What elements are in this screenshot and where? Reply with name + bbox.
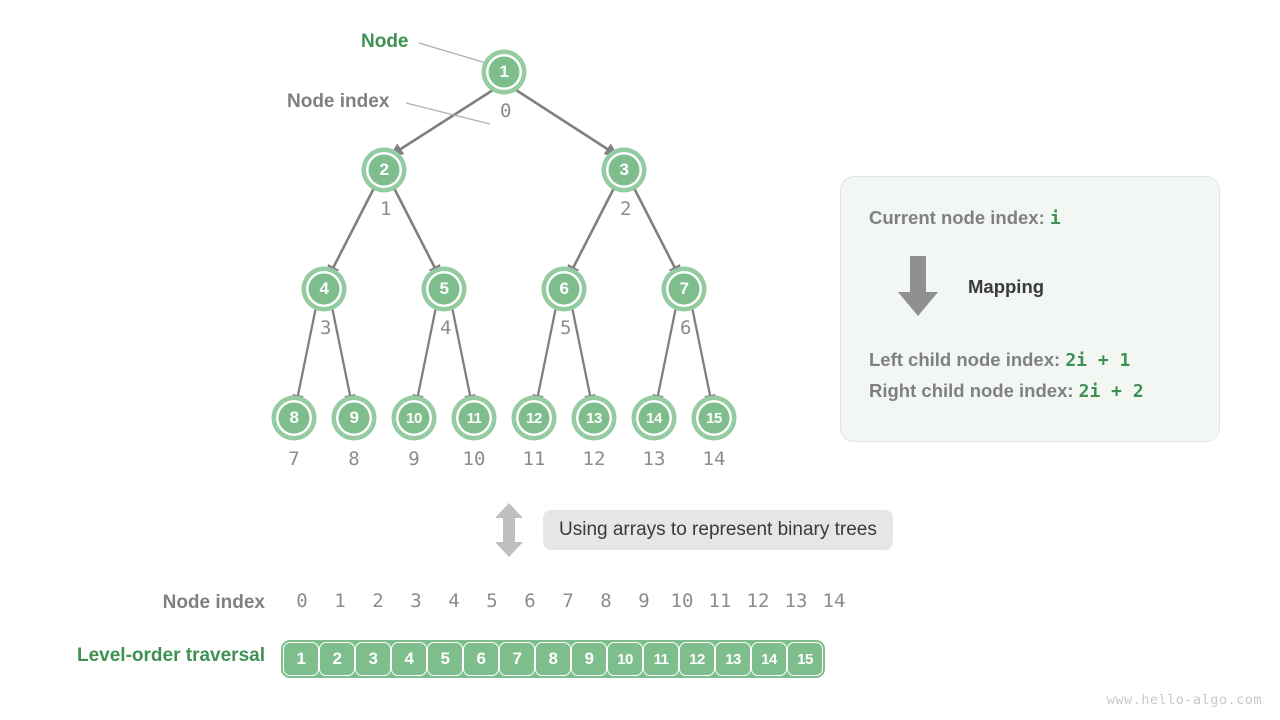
array-value-cell: 11 <box>643 642 679 676</box>
right-child-index-label: Right child node index: <box>869 380 1079 401</box>
right-child-index-line: Right child node index: 2i + 2 <box>869 380 1219 402</box>
tree-node-index-7: 7 <box>288 448 300 470</box>
array-value-cell: 10 <box>607 642 643 676</box>
tree-node-index-3: 3 <box>320 317 332 339</box>
array-value-cell: 14 <box>751 642 787 676</box>
right-child-index-value: 2i + 2 <box>1078 381 1144 402</box>
array-index-cell: 5 <box>486 590 498 612</box>
down-arrow-icon <box>898 256 938 316</box>
tree-node-index-13: 13 <box>642 448 666 470</box>
array-index-cell: 2 <box>372 590 384 612</box>
tree-node-index-0: 0 <box>500 100 512 122</box>
array-index-cell: 7 <box>562 590 574 612</box>
array-value-cell: 12 <box>679 642 715 676</box>
array-value-cell: 5 <box>427 642 463 676</box>
annotation-node-index: Node index <box>287 91 390 112</box>
array-index-row-label: Node index <box>162 592 265 613</box>
tree-node-14: 14 <box>636 400 672 436</box>
tree-node-index-6: 6 <box>680 317 692 339</box>
array-index-cell: 6 <box>524 590 536 612</box>
tree-node-2: 2 <box>366 152 402 188</box>
tree-node-6: 6 <box>546 271 582 307</box>
array-value-cell: 7 <box>499 642 535 676</box>
level-order-row-label: Level-order traversal <box>77 645 265 666</box>
tree-node-13: 13 <box>576 400 612 436</box>
array-index-cell: 12 <box>746 590 770 612</box>
left-child-index-value: 2i + 1 <box>1065 350 1131 371</box>
left-child-index-line: Left child node index: 2i + 1 <box>869 349 1219 371</box>
array-index-cell: 3 <box>410 590 422 612</box>
array-value-cell: 4 <box>391 642 427 676</box>
array-index-cell: 10 <box>670 590 694 612</box>
array-representation-text: Using arrays to represent binary trees <box>559 519 877 540</box>
tree-node-15: 15 <box>696 400 732 436</box>
annotation-node: Node <box>361 31 409 52</box>
tree-node-index-9: 9 <box>408 448 420 470</box>
mapping-info-panel: Current node index: i Mapping Left child… <box>840 176 1220 442</box>
array-value-cell: 2 <box>319 642 355 676</box>
tree-node-4: 4 <box>306 271 342 307</box>
current-node-index-label: Current node index: <box>869 207 1050 228</box>
array-value-cell: 9 <box>571 642 607 676</box>
array-value-cell: 6 <box>463 642 499 676</box>
array-value-cell: 1 <box>283 642 319 676</box>
current-node-index-line: Current node index: i <box>869 207 1219 229</box>
array-index-cell: 11 <box>708 590 732 612</box>
watermark: www.hello-algo.com <box>1106 692 1262 708</box>
tree-node-index-2: 2 <box>620 198 632 220</box>
array-value-cell: 15 <box>787 642 823 676</box>
array-value-cell: 3 <box>355 642 391 676</box>
tree-node-index-4: 4 <box>440 317 452 339</box>
array-index-cell: 0 <box>296 590 308 612</box>
tree-node-index-10: 10 <box>462 448 486 470</box>
mapping-row: Mapping <box>869 255 1219 319</box>
array-index-cell: 4 <box>448 590 460 612</box>
array-index-cell: 1 <box>334 590 346 612</box>
array-index-cell: 13 <box>784 590 808 612</box>
tree-node-index-1: 1 <box>380 198 392 220</box>
tree-node-index-8: 8 <box>348 448 360 470</box>
tree-node-12: 12 <box>516 400 552 436</box>
up-down-arrow-icon <box>495 503 523 557</box>
tree-node-1: 1 <box>486 54 522 90</box>
array-value-cell: 13 <box>715 642 751 676</box>
tree-node-11: 11 <box>456 400 492 436</box>
tree-node-index-5: 5 <box>560 317 572 339</box>
tree-node-9: 9 <box>336 400 372 436</box>
tree-node-3: 3 <box>606 152 642 188</box>
tree-node-index-12: 12 <box>582 448 606 470</box>
array-index-cell: 14 <box>822 590 846 612</box>
tree-node-8: 8 <box>276 400 312 436</box>
tree-node-5: 5 <box>426 271 462 307</box>
left-child-index-label: Left child node index: <box>869 349 1066 370</box>
mapping-label: Mapping <box>968 276 1045 297</box>
tree-node-10: 10 <box>396 400 432 436</box>
tree-node-index-11: 11 <box>522 448 546 470</box>
array-value-cell: 8 <box>535 642 571 676</box>
array-index-cell: 9 <box>638 590 650 612</box>
array-index-cell: 8 <box>600 590 612 612</box>
array-representation-label: Using arrays to represent binary trees <box>543 510 893 550</box>
current-node-index-value: i <box>1049 208 1061 229</box>
tree-node-7: 7 <box>666 271 702 307</box>
tree-node-index-14: 14 <box>702 448 726 470</box>
